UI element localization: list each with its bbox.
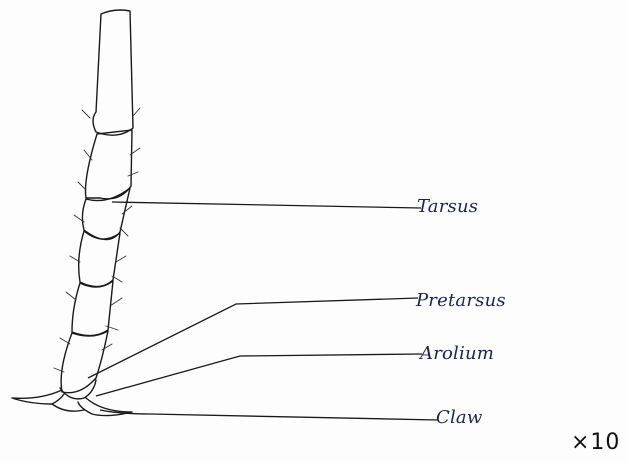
left-claw: [12, 390, 64, 404]
label-arolium: Arolium: [420, 343, 494, 364]
label-pretarsus: Pretarsus: [416, 290, 506, 311]
tarsus-leader-line: [112, 202, 421, 208]
setae: [54, 108, 140, 372]
claw-leader-line: [100, 410, 438, 420]
label-claw: Claw: [436, 407, 482, 428]
label-tarsus: Tarsus: [417, 196, 478, 217]
arolium-leader-line: [96, 354, 422, 396]
magnification-label: ×10: [571, 430, 620, 455]
tibia-segment: [93, 10, 133, 135]
tarsal-segment-4: [72, 281, 113, 336]
tarsal-segment-1: [85, 130, 132, 199]
tarsal-segment-3: [79, 231, 120, 287]
pretarsus-leader-line: [88, 298, 418, 378]
pretarsus-segment: [61, 331, 108, 393]
